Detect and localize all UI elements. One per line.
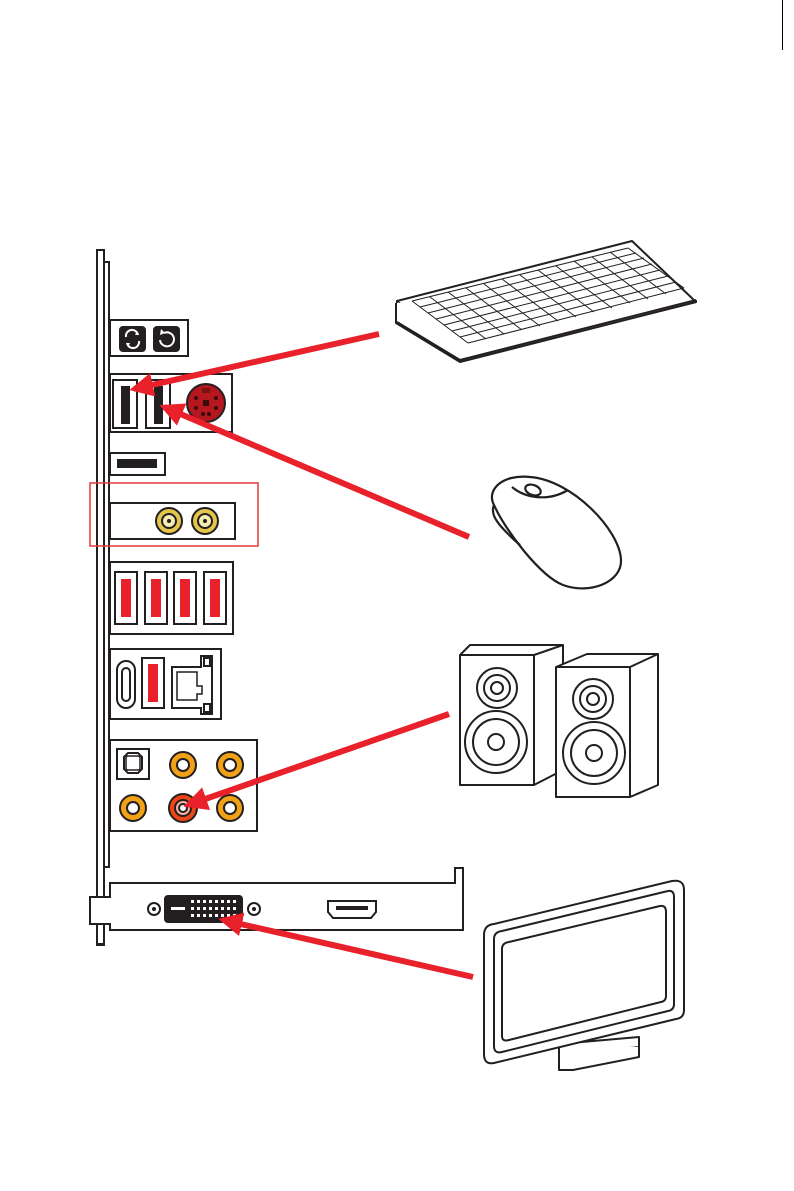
speakers-icon	[460, 645, 658, 797]
io-shield-rail	[104, 262, 109, 867]
optical-spdif-out	[117, 749, 149, 779]
hdmi-port	[328, 901, 376, 918]
line-out-jack	[169, 794, 197, 822]
usb-a-port	[142, 658, 164, 708]
io-panel	[97, 250, 257, 945]
monitor-icon	[484, 881, 684, 1070]
keyboard-icon	[396, 241, 696, 362]
usb-c-port	[117, 661, 135, 708]
io-shield-edge	[97, 250, 104, 945]
mouse-icon	[492, 477, 621, 589]
wifi-antenna-connectors	[110, 503, 235, 539]
flash-bios-button	[154, 327, 179, 351]
bios-flashback-usb	[110, 453, 165, 475]
usb-3-ports	[110, 562, 233, 634]
